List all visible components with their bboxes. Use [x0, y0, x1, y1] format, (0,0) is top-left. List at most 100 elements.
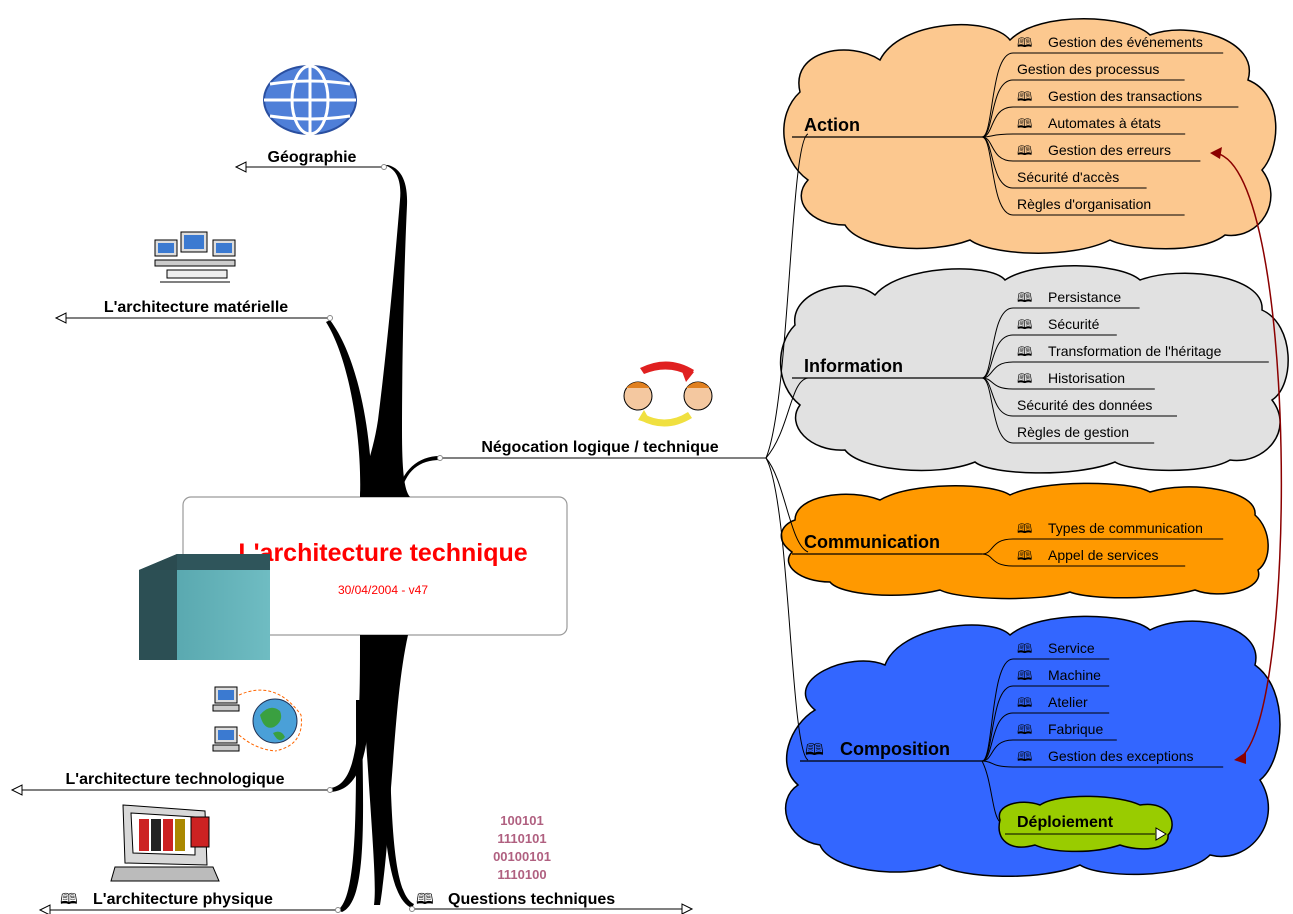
svg-text:1110100: 1110100: [497, 867, 546, 882]
branch-label-materielle[interactable]: L'architecture matérielle: [104, 299, 288, 316]
connector-dots: [327, 164, 443, 913]
item-connector: [981, 106, 1014, 138]
cloud-item[interactable]: Gestion des événements: [1048, 34, 1203, 50]
item-connector: [981, 79, 1014, 138]
sub-node-shape: [998, 795, 1173, 853]
central-version: 30/04/2004 - v47: [338, 583, 428, 597]
cloud-item[interactable]: Règles de gestion: [1017, 424, 1129, 440]
book-icon: 🕮: [805, 740, 824, 759]
book-icon: 🕮: [1017, 144, 1032, 159]
cloud-composition-content: 🕮 Composition 🕮 Service 🕮 Machine 🕮 Atelier 🕮 Fab…: [800, 640, 1224, 853]
branch-lines: [326, 165, 440, 912]
book-icon: 🕮: [1017, 345, 1032, 360]
globe-icon: [263, 64, 357, 136]
sub-node-deploiement[interactable]: Déploiement: [981, 760, 1173, 853]
cloud-item[interactable]: Historisation: [1048, 370, 1125, 386]
branch-questions: [380, 760, 414, 908]
cloud-item[interactable]: Automates à états: [1048, 115, 1161, 131]
cloud-item[interactable]: Gestion des exceptions: [1048, 748, 1194, 764]
cloud-composition-title[interactable]: Composition: [840, 739, 950, 759]
item-connector: [981, 658, 1014, 762]
item-connector: [981, 538, 1014, 555]
relation-arrowhead-bottom: [1234, 752, 1246, 764]
branch-label-questions: Questions techniques: [448, 891, 615, 908]
cloud-item[interactable]: Sécurité des données: [1017, 397, 1152, 413]
cloud-item[interactable]: Appel de services: [1048, 547, 1159, 563]
relation-arrowhead-top: [1210, 147, 1222, 159]
cloud-communication-shape: [780, 482, 1269, 600]
sub-node-label: Déploiement: [1017, 814, 1114, 831]
cloud-action-title[interactable]: Action: [804, 115, 860, 135]
book-icon: 🕮: [1017, 36, 1032, 51]
branch-label-physique: L'architecture physique: [93, 891, 273, 908]
branch-label-technologique[interactable]: L'architecture technologique: [66, 771, 285, 788]
cloud-item[interactable]: Fabrique: [1048, 721, 1103, 737]
branch-physique[interactable]: 🕮 L'architecture physique: [60, 890, 273, 908]
central-title: L'architecture technique: [238, 539, 527, 567]
book-icon: 🕮: [1017, 669, 1032, 684]
cloud-item[interactable]: Règles d'organisation: [1017, 196, 1151, 212]
book-icon: 🕮: [1017, 372, 1032, 387]
item-connector: [981, 307, 1014, 379]
book-icon: 🕮: [1017, 522, 1032, 537]
item-connector: [981, 136, 1014, 216]
book-icon: 🕮: [1017, 723, 1032, 738]
branch-arrowheads: [10, 161, 694, 914]
cloud-item[interactable]: Gestion des transactions: [1048, 88, 1202, 104]
book-icon: 🕮: [1017, 90, 1032, 105]
book-icon: 🕮: [1017, 750, 1032, 765]
cloud-item[interactable]: Sécurité d'accès: [1017, 169, 1119, 185]
svg-text:00100101: 00100101: [493, 849, 551, 864]
workstations-icon: [154, 231, 236, 283]
cloud-item[interactable]: Machine: [1048, 667, 1101, 683]
cloud-item[interactable]: Types de communication: [1048, 520, 1203, 536]
cloud-communication: [780, 482, 1269, 600]
network-globe-icon: [212, 686, 302, 752]
cloud-item[interactable]: Persistance: [1048, 289, 1121, 305]
book-icon: 🕮: [1017, 696, 1032, 711]
book-icon: 🕮: [1017, 549, 1032, 564]
book-icon: 🕮: [1017, 291, 1032, 306]
item-connector: [981, 685, 1014, 762]
book-icon: 🕮: [416, 890, 434, 908]
branch-label-geographie[interactable]: Géographie: [268, 149, 357, 166]
relation-curve: [1211, 152, 1283, 761]
cloud-item[interactable]: Transformation de l'héritage: [1048, 343, 1222, 359]
svg-text:100101: 100101: [500, 813, 543, 828]
branch-questions[interactable]: 🕮 Questions techniques: [416, 890, 615, 908]
item-connector: [981, 377, 1014, 444]
cloud-action-shape: [783, 18, 1277, 254]
cloud-information-title[interactable]: Information: [804, 356, 903, 376]
item-connector: [981, 739, 1014, 762]
book-icon: 🕮: [1017, 642, 1032, 657]
two-people-cycle-icon: [623, 361, 713, 427]
branch-technologique: [330, 635, 372, 792]
cloud-item[interactable]: Atelier: [1048, 694, 1088, 710]
branch-label-negotiation[interactable]: Négocation logique / technique: [481, 439, 718, 456]
cube-icon: [139, 554, 270, 660]
cloud-communication-content: Communication 🕮 Types de communication 🕮 App…: [792, 520, 1224, 567]
main-trunk: [360, 165, 410, 497]
item-connector: [981, 334, 1014, 379]
binary-digits-icon: 100101 1110101 00100101 1110100: [493, 813, 551, 882]
cloud-item[interactable]: Gestion des processus: [1017, 61, 1159, 77]
branch-materielle: [326, 320, 372, 497]
book-icon: 🕮: [1017, 117, 1032, 132]
cloud-information-content: Information 🕮 Persistance 🕮 Sécurité 🕮 Transfo…: [792, 289, 1269, 444]
left-underlines: [18, 166, 766, 911]
cloud-communication-title[interactable]: Communication: [804, 532, 940, 552]
hub-connectors: [765, 133, 809, 761]
cloud-action: [783, 18, 1277, 254]
cloud-item[interactable]: Sécurité: [1048, 316, 1100, 332]
relation-arrow: [1210, 147, 1283, 764]
svg-text:1110101: 1110101: [497, 831, 546, 846]
cloud-item[interactable]: Service: [1048, 640, 1095, 656]
item-connector: [981, 361, 1014, 379]
book-icon: 🕮: [60, 890, 78, 908]
item-connector: [981, 553, 1014, 567]
cloud-item[interactable]: Gestion des erreurs: [1048, 142, 1171, 158]
computer-monitor-icon: [110, 804, 220, 882]
